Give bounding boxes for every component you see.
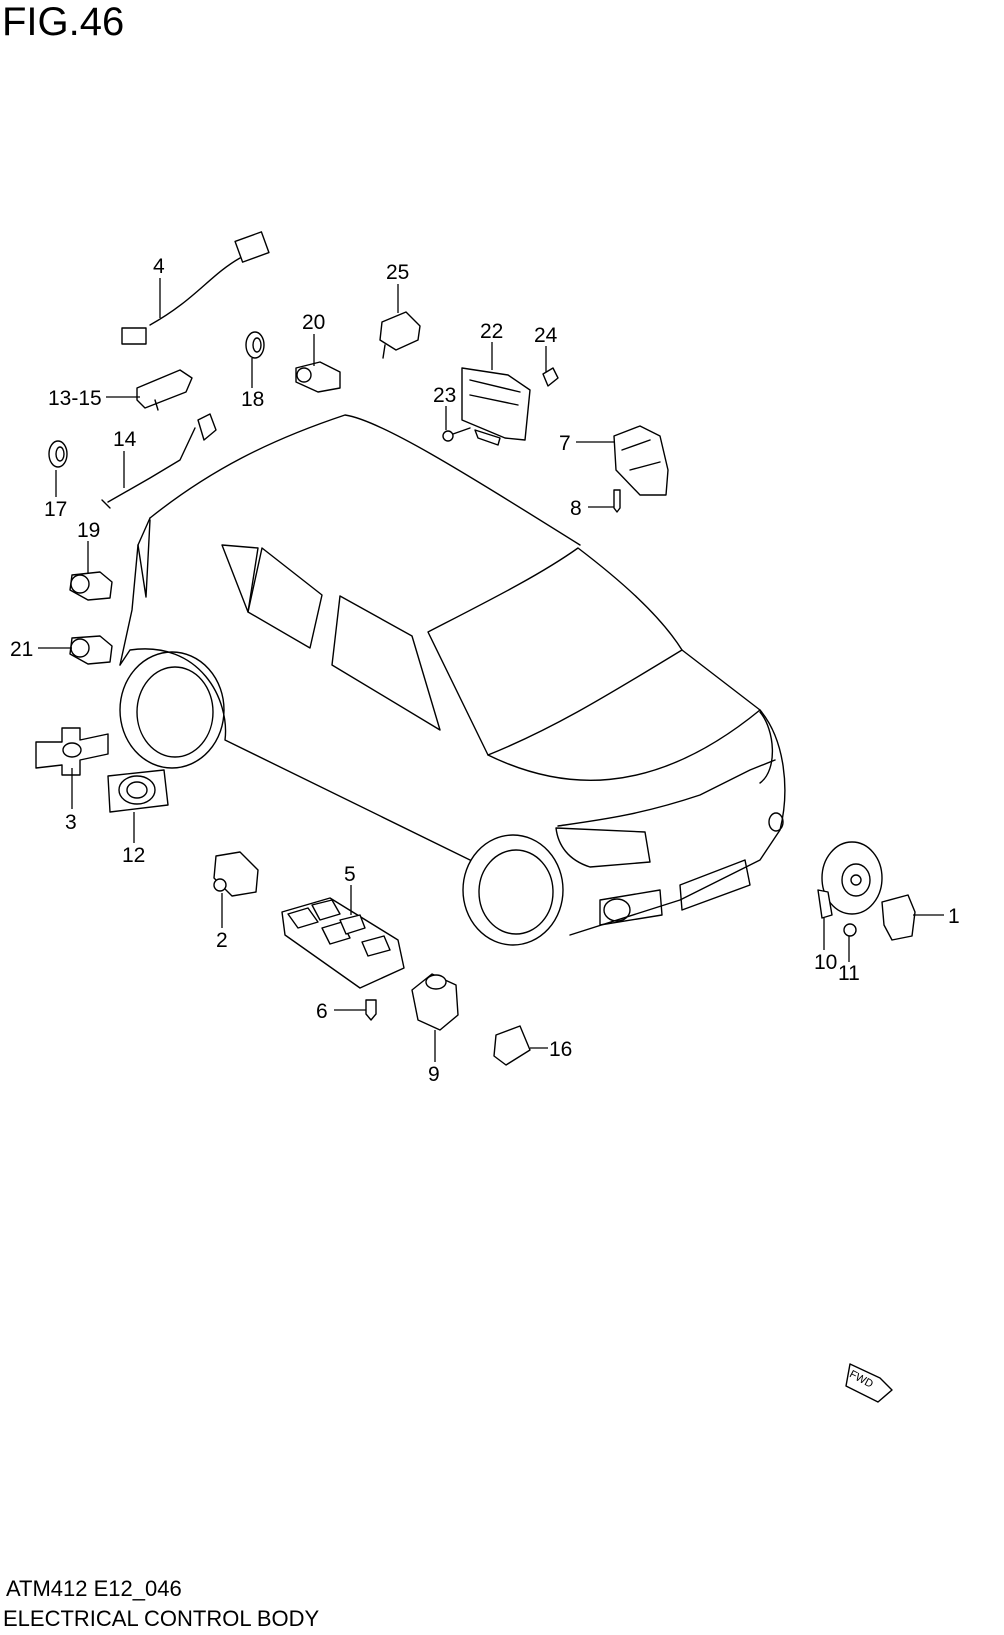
callout-numbers: 1 2 3 4 5 6 7 8 9 10 11 12 13-15 14 16 1… [10, 255, 960, 1086]
callout-14: 14 [113, 428, 137, 451]
callout-20: 20 [302, 311, 325, 334]
bracket-part-3 [35, 727, 109, 776]
callout-3: 3 [65, 811, 77, 834]
screw-part-23 [442, 427, 471, 442]
horn-part-10 [817, 841, 883, 919]
relay-part-16 [493, 1025, 531, 1066]
callout-10: 10 [814, 951, 837, 974]
diagram-subtitle: ELECTRICAL CONTROL BODY [3, 1606, 320, 1631]
callout-8: 8 [570, 497, 582, 520]
sensor-part-21 [69, 635, 113, 665]
control-module-22 [461, 367, 531, 446]
callout-23: 23 [433, 384, 456, 407]
forward-direction-arrow: FWD [845, 1363, 893, 1403]
grommet-part-18 [245, 331, 265, 359]
diagram-code: ATM412 E12_046 [6, 1576, 182, 1601]
callout-2: 2 [216, 929, 228, 952]
sensor-part-20 [295, 361, 341, 393]
switch-part-9 [411, 973, 459, 1031]
clip-part-24 [542, 367, 559, 387]
sensor-part-19 [69, 571, 113, 601]
callout-11: 11 [838, 962, 860, 985]
callout-1: 1 [948, 905, 960, 928]
callout-12: 12 [122, 844, 145, 867]
connector-part-1 [881, 894, 916, 941]
callout-16: 16 [549, 1038, 572, 1061]
antenna-part-14 [101, 413, 217, 509]
callout-21: 21 [10, 638, 33, 661]
callout-9: 9 [428, 1063, 440, 1086]
vehicle-outline [119, 414, 786, 946]
power-window-switch-5 [281, 897, 405, 989]
callout-22: 22 [480, 320, 503, 343]
callout-25: 25 [386, 261, 409, 284]
callout-13-15: 13-15 [48, 387, 102, 410]
screw-part-8 [613, 489, 621, 513]
figure-title: FIG.46 [2, 0, 125, 44]
screw-part-6 [365, 999, 377, 1021]
switch-part-7 [613, 425, 669, 496]
bolt-part-11 [843, 923, 857, 937]
grommet-part-17 [48, 440, 68, 468]
callout-6: 6 [316, 1000, 328, 1023]
callout-5: 5 [344, 863, 356, 886]
callout-17: 17 [44, 498, 67, 521]
callout-7: 7 [559, 432, 571, 455]
callout-4: 4 [153, 255, 165, 278]
callout-19: 19 [77, 519, 100, 542]
switch-part-2 [213, 851, 259, 897]
callout-24: 24 [534, 324, 558, 347]
sensor-part-25 [379, 311, 421, 359]
callout-18: 18 [241, 388, 264, 411]
harness-part [121, 231, 270, 345]
switch-panel-part-12 [107, 769, 169, 813]
sensor-part-13-15 [136, 369, 193, 411]
leader-lines [38, 278, 944, 1062]
